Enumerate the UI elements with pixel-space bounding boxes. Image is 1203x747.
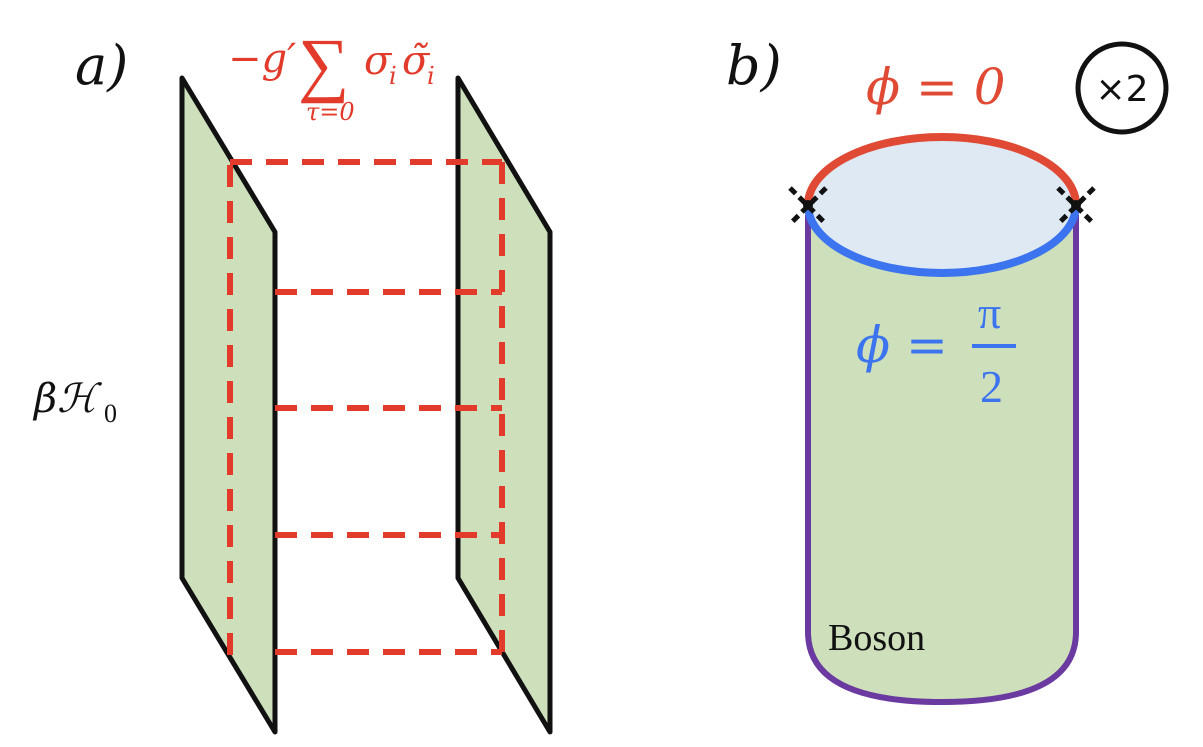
cap-arc-phi-zero	[804, 133, 1080, 206]
panel-b-label: b)	[726, 34, 782, 97]
coupling-lines	[227, 159, 505, 655]
boson-label: Boson	[828, 617, 925, 659]
sum-index: τ=0	[306, 98, 355, 126]
cross-marker-right	[1056, 186, 1096, 226]
cylinder-outline	[805, 215, 1079, 705]
panel-a-label: a)	[75, 34, 128, 97]
coupling-formula: −g′ ∑ τ=0 σ i σ̃ i	[228, 24, 435, 126]
beta-h-label: βℋ	[32, 376, 102, 422]
phi-zero-label: ϕ = 0	[866, 58, 1006, 116]
phi-pi-half-label: ϕ = π 2	[856, 287, 1016, 412]
multiplier-badge	[1075, 41, 1169, 135]
coupling-prefix: −g′	[228, 36, 296, 82]
cylinder-cap	[808, 137, 1076, 273]
right-sheet	[455, 75, 553, 735]
panel-a: a) −g′ ∑ τ=0 σ i σ̃ i βℋ 0	[32, 24, 553, 735]
cap-arc-phi-pi-half	[804, 204, 1080, 277]
coupling-sigma-tilde: σ̃	[402, 38, 431, 84]
phi-pi-half-denominator: 2	[980, 361, 1003, 412]
coupling-sigma-sub: i	[389, 62, 397, 90]
cross-marker-left	[788, 186, 828, 226]
left-sheet	[179, 75, 278, 735]
phi-pi-half-numerator: π	[978, 287, 1001, 338]
phi-pi-half-lhs: ϕ =	[856, 316, 948, 374]
coupling-sigma-tilde-sub: i	[427, 62, 435, 90]
beta-h-subscript: 0	[104, 399, 117, 428]
coupling-sigma: σ	[364, 38, 393, 84]
sum-symbol: ∑	[298, 24, 349, 104]
cylinder-body	[808, 205, 1076, 702]
multiplier-text: ×2	[1095, 69, 1148, 110]
panel-b: b) ϕ = 0 ϕ = π 2 Bo	[726, 34, 1169, 705]
imaginary-time-label: βℋ 0	[32, 376, 117, 428]
